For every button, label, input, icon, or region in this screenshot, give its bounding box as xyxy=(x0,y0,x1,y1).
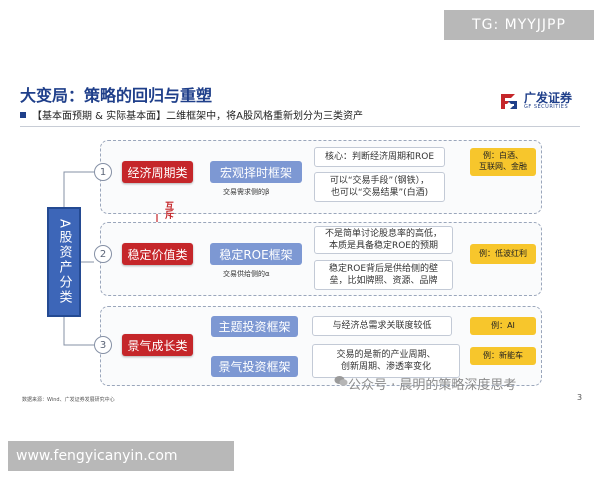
category-stable-value: 稳定价值类 xyxy=(122,243,193,265)
frame-stable-roe: 稳定ROE框架 xyxy=(210,243,302,265)
asset-classification-box: A股资产分类 xyxy=(47,207,81,317)
desc-new-industry-cycle: 交易的是新的产业周期、 创新周期、渗透率变化 xyxy=(312,344,460,378)
caption-demand-beta: 交易需求侧的β xyxy=(223,188,270,196)
watermark-top: TG: MYYJJPP xyxy=(444,10,594,40)
bullet-icon xyxy=(20,111,26,118)
header-divider xyxy=(20,126,580,127)
asset-label: A股资产分类 xyxy=(56,219,72,305)
logo-main-text: 广发证券 xyxy=(524,91,573,106)
section-number-3: 3 xyxy=(94,336,112,354)
frame-prosperity-investment: 景气投资框架 xyxy=(211,356,298,377)
wechat-account-overlay: 公众号 · 晨明的策略深度思考 xyxy=(348,378,517,393)
subtitle-text: 【基本面预期 & 实际基本面】二维框架中，将A股风格重新划分为三类资产 xyxy=(32,111,363,122)
example-new-energy-vehicles: 例：新能车 xyxy=(470,347,536,365)
category-growth: 景气成长类 xyxy=(122,334,193,356)
logo-sub-text: GF SECURITIES xyxy=(524,103,569,110)
example-liquor-internet-finance: 例：白酒、 互联网、金融 xyxy=(470,148,536,176)
desc-trade-means: 可以“交易手段”（钢铁）， 也可以“交易结果”(白酒) xyxy=(314,172,445,202)
data-source: 数据来源：Wind、广发证券发展研究中心 xyxy=(22,397,115,403)
example-low-vol-dividend: 例：低波红利 xyxy=(470,244,536,264)
frame-thematic-investment: 主题投资框架 xyxy=(211,316,298,337)
desc-low-correlation: 与经济总需求关联度较低 xyxy=(312,316,452,336)
gf-logo-icon xyxy=(501,94,517,109)
page-title: 大变局：策略的回归与重塑 xyxy=(20,86,213,105)
wechat-icon xyxy=(334,376,348,386)
watermark-bottom: www.fengyicanyin.com xyxy=(8,441,234,471)
category-economic-cycle: 经济周期类 xyxy=(122,161,193,183)
caption-supply-alpha: 交易供给侧的α xyxy=(223,270,270,278)
desc-dividend-roe: 不是简单讨论股息率的高低， 本质是具备稳定ROE的预期 xyxy=(314,226,453,254)
desc-core-cycle: 核心：判断经济周期和ROE xyxy=(314,147,445,167)
gf-securities-logo: 广发证券 GF SECURITIES xyxy=(498,88,588,114)
desc-supply-barrier: 稳定ROE背后是供给侧的壁 垒，比如牌照、资源、品牌 xyxy=(314,260,453,290)
page-number: 3 xyxy=(577,393,583,402)
section-number-2: 2 xyxy=(94,245,112,263)
page-subtitle: 【基本面预期 & 实际基本面】二维框架中，将A股风格重新划分为三类资产 xyxy=(20,107,363,122)
frame-macro-timing: 宏观择时框架 xyxy=(210,161,302,183)
section-number-1: 1 xyxy=(94,163,112,181)
mutual-exclusion-label: 互斥 xyxy=(163,201,173,219)
example-ai: 例：AI xyxy=(470,317,536,335)
